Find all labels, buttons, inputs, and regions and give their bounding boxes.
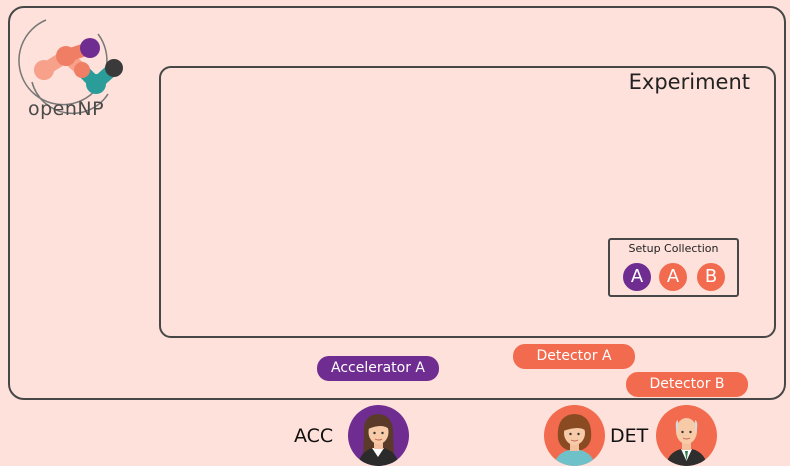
setup-collection-title: Setup Collection bbox=[628, 242, 719, 255]
setup-accelerator-a[interactable]: A bbox=[622, 262, 652, 292]
female-avatar-icon bbox=[544, 405, 605, 466]
experiment-frame bbox=[159, 66, 776, 338]
opennp-logo-icon bbox=[18, 19, 123, 115]
acc-label: ACC bbox=[294, 425, 334, 447]
setup-detector-a[interactable]: A bbox=[658, 262, 688, 292]
experiment-title: Experiment bbox=[628, 70, 750, 94]
female-avatar-icon bbox=[348, 405, 409, 466]
logo-text: openNP bbox=[28, 98, 105, 120]
detector-b-pill[interactable]: Detector B bbox=[626, 372, 748, 397]
detector-a-pill[interactable]: Detector A bbox=[513, 344, 635, 369]
det-label: DET bbox=[610, 425, 649, 447]
male-avatar-icon bbox=[656, 405, 717, 466]
setup-collection-box bbox=[608, 238, 739, 297]
setup-detector-b[interactable]: B bbox=[696, 262, 726, 292]
accelerator-a-pill[interactable]: Accelerator A bbox=[317, 356, 439, 381]
facility-frame bbox=[8, 6, 786, 400]
